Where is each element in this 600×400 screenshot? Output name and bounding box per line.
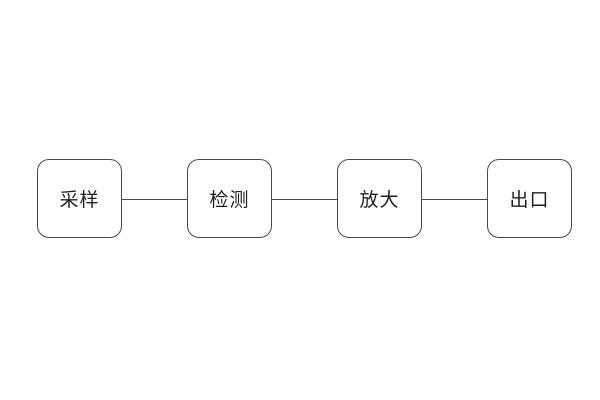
flow-node-exit: 出口 (487, 159, 572, 238)
flow-node-label: 出口 (509, 190, 550, 211)
flow-node-detection: 检测 (187, 159, 272, 238)
flow-node-label: 检测 (209, 190, 250, 211)
flow-node-label: 放大 (359, 190, 400, 211)
connector-line (121, 199, 188, 200)
connector-line (271, 199, 338, 200)
flow-node-label: 采样 (59, 190, 100, 211)
flow-node-sampling: 采样 (37, 159, 122, 238)
connector-line (421, 199, 488, 200)
flow-node-amplify: 放大 (337, 159, 422, 238)
